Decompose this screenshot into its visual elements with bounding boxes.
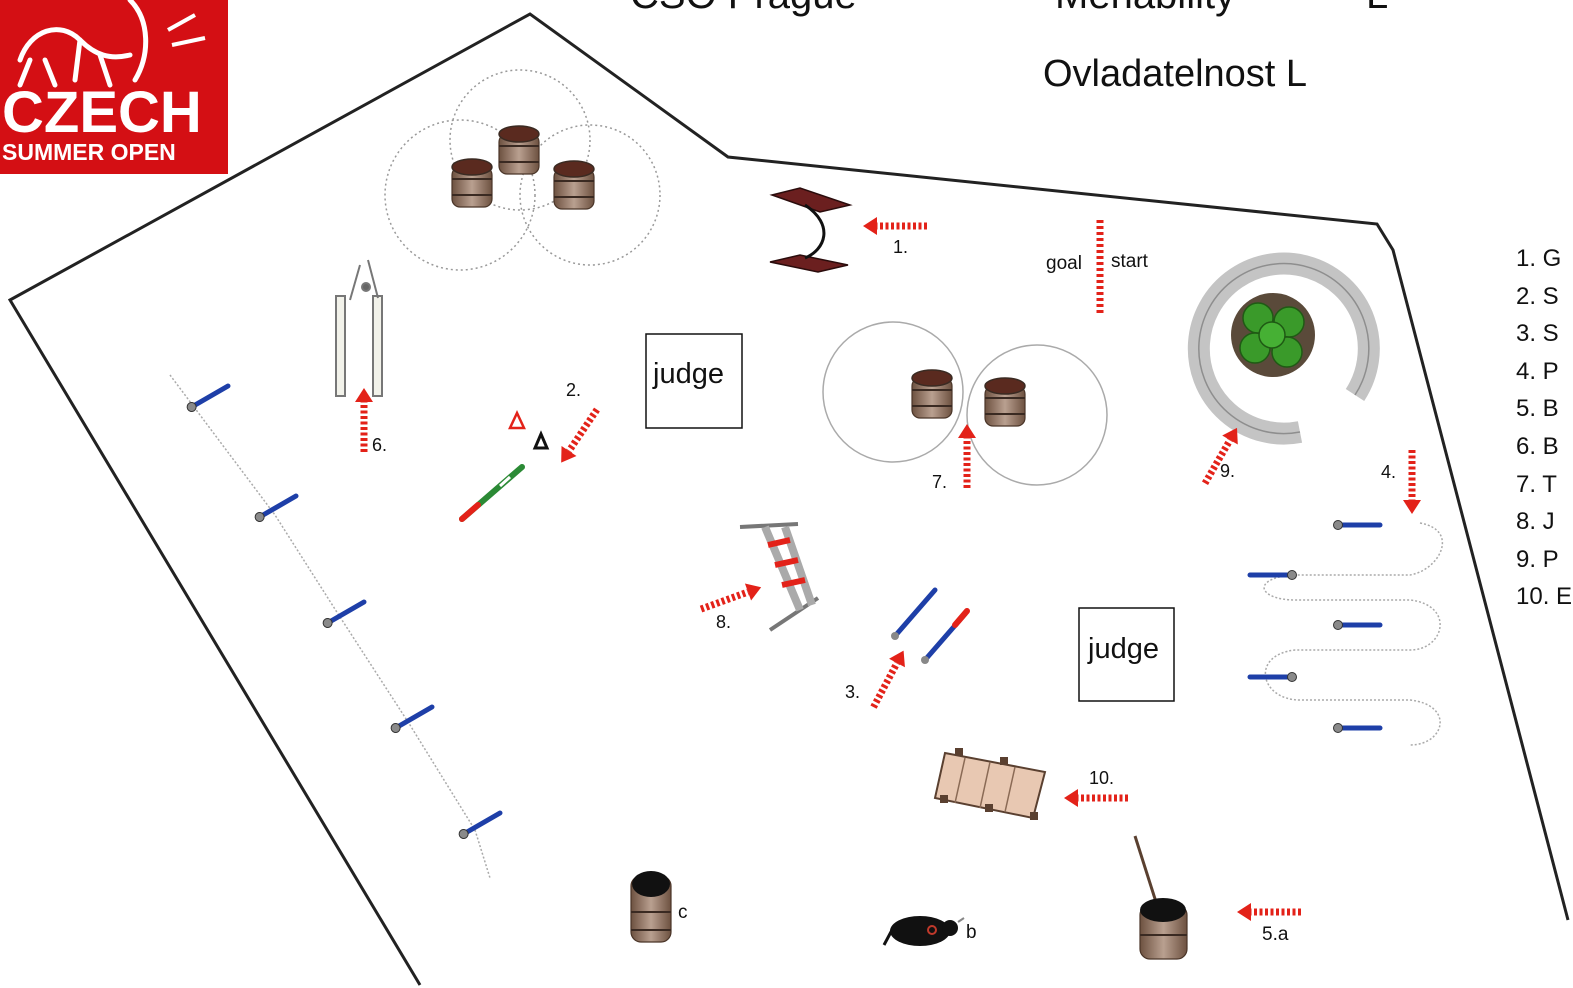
figure-eight-obstacle (822, 321, 1108, 486)
backing-rails-obstacle (335, 259, 383, 397)
slalom-pole (253, 492, 298, 523)
obstacle-number-5a: 5.a (1262, 924, 1289, 945)
arrow-1 (863, 217, 927, 235)
cloverleaf-obstacle (384, 69, 661, 271)
barrel-top-left (451, 158, 493, 208)
judge-label: judge (1087, 633, 1159, 665)
barrel-top-center (498, 125, 540, 175)
poles-obstacle (891, 587, 970, 664)
goal-label: goal (1046, 253, 1082, 274)
obstacle-number-2: 2. (566, 380, 581, 400)
start-label: start (1111, 251, 1149, 272)
slalom-pole (1334, 521, 1381, 530)
legend-item: 7. T (1516, 470, 1557, 498)
red-triangle-icon (508, 410, 526, 430)
arrow-10 (1064, 789, 1128, 807)
judge-box-1: judge (645, 333, 743, 429)
slalom-pole (389, 703, 434, 734)
slalom-pole (321, 598, 366, 629)
arrow-5 (1237, 903, 1301, 921)
obstacle-number-6: 6. (372, 435, 387, 455)
obstacle-number-8: 8. (716, 612, 731, 632)
jump-obstacle (739, 522, 820, 632)
barrel-top-right (553, 160, 595, 210)
page-subtitle: Ovladatelnost L (1043, 53, 1307, 95)
legend-item: 2. S (1516, 282, 1559, 310)
barrel-figure-right (984, 377, 1026, 427)
apple-circle-obstacle (1187, 252, 1380, 445)
legend-item: 6. B (1516, 432, 1559, 460)
slalom-pole (185, 382, 230, 413)
legend-item: 4. P (1516, 357, 1559, 385)
arrow-7 (958, 424, 976, 488)
obstacle-number-10: 10. (1089, 768, 1114, 788)
station-label-c: c (678, 902, 688, 923)
logo-title: CZECH (2, 80, 202, 145)
arrow-3 (866, 646, 912, 711)
judge-box-2: judge (1078, 607, 1175, 702)
black-triangle-icon (532, 430, 550, 450)
legend-item: 1. G (1516, 245, 1562, 272)
slalom-pole (1334, 724, 1381, 733)
bridge-obstacle (933, 748, 1047, 820)
flag-pole-obstacle (459, 464, 525, 522)
arena-boundary (7, 12, 1570, 986)
arrow-4 (1403, 450, 1421, 514)
obstacle-number-4: 4. (1381, 462, 1396, 482)
logo: CZECH SUMMER OPEN (0, 0, 228, 174)
title-level: L (1366, 0, 1388, 17)
arrow-8 (698, 579, 764, 618)
animal-station-b (882, 916, 965, 946)
slalom-pole (1250, 571, 1297, 580)
legend-item: 8. J (1516, 508, 1555, 536)
obstacle-number-3: 3. (845, 682, 860, 702)
legend-item: 5. B (1516, 395, 1559, 423)
legend-item: 9. P (1516, 545, 1559, 573)
arrow-6 (355, 388, 373, 452)
obstacle-number-9: 9. (1220, 461, 1235, 481)
legend-item: 3. S (1516, 320, 1559, 348)
obstacle-number-1: 1. (893, 237, 908, 257)
title-right: Menability (1055, 0, 1235, 17)
gate-obstacle (769, 187, 853, 273)
legend-item: 10. E (1516, 583, 1573, 611)
barrel-station-a (1133, 835, 1188, 960)
obstacle-number-7: 7. (932, 472, 947, 492)
arrow-2 (554, 405, 605, 468)
logo-subtitle: SUMMER OPEN (2, 139, 176, 165)
barrel-figure-left (911, 369, 953, 419)
barrel-station-c (630, 871, 672, 943)
slalom-pole (1250, 673, 1297, 682)
station-label-b: b (966, 922, 977, 943)
title-left: CSO Prague (630, 0, 857, 17)
slalom-right-path (1263, 522, 1443, 746)
obstacle-legend: 1. G 2. S 3. S 4. P 5. B 6. B 7. T 8. J … (1516, 240, 1573, 616)
judge-label: judge (652, 358, 724, 390)
slalom-pole (1334, 621, 1381, 630)
